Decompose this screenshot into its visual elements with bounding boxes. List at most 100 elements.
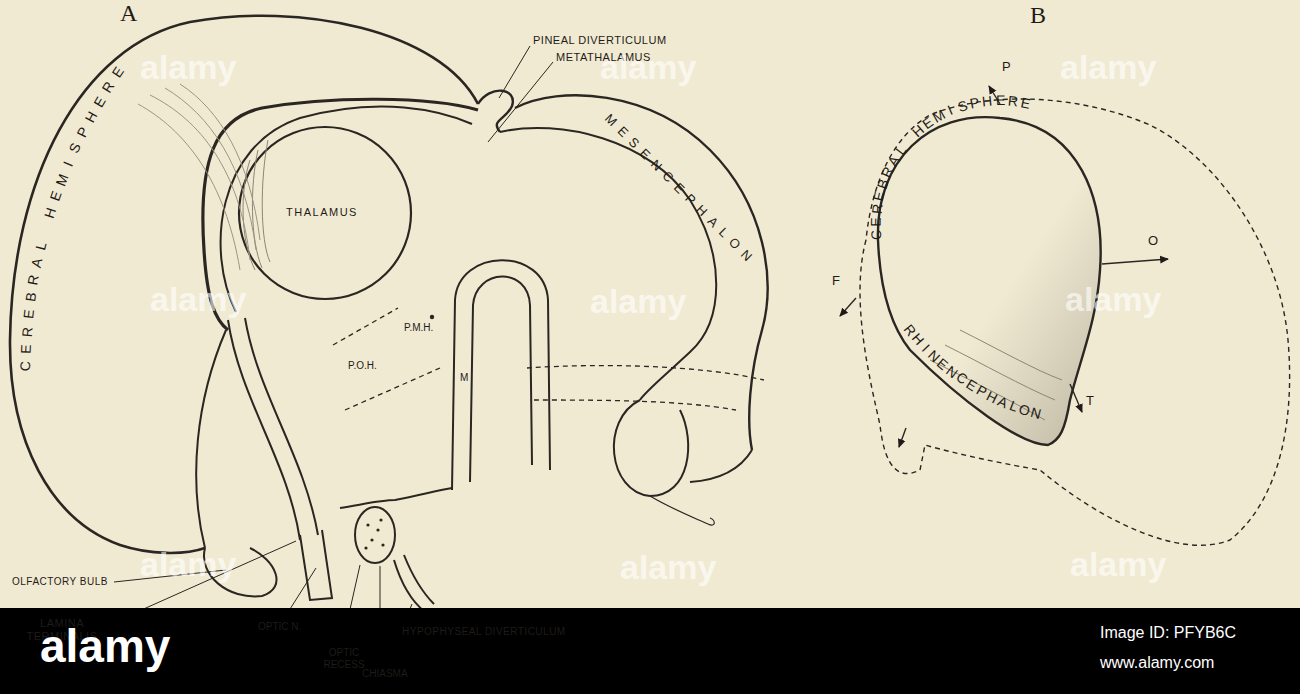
lamina-terminalis-line xyxy=(245,318,318,535)
letter: E xyxy=(18,344,32,354)
ventricle-floor xyxy=(340,488,452,508)
drawing-part xyxy=(379,518,382,521)
letter: H xyxy=(82,109,99,125)
hemisphere-outline xyxy=(10,16,478,553)
letter: R xyxy=(19,326,34,337)
chiasma-outline xyxy=(355,507,395,563)
image-id: Image ID: PFYB6C xyxy=(1100,624,1236,642)
drawing-part xyxy=(899,428,906,447)
letter: E xyxy=(91,94,108,109)
watermark: alamy xyxy=(140,48,236,87)
drawing-part xyxy=(333,308,398,345)
footer-bar xyxy=(0,608,1300,694)
direction-arrows xyxy=(840,86,1168,447)
watermark: alamy xyxy=(140,545,236,584)
letter: E xyxy=(996,93,1005,107)
letter: R xyxy=(1007,93,1019,108)
direction-letter: P xyxy=(1002,60,1011,75)
figure-b xyxy=(840,86,1290,545)
letter: R xyxy=(869,203,884,215)
part-name: CHIASMA xyxy=(362,668,408,680)
drawing-part xyxy=(364,546,367,549)
part-name: OPTIC RECESS xyxy=(312,647,376,670)
letter: H xyxy=(982,93,993,108)
watermark: alamy xyxy=(150,280,246,319)
watermark: alamy xyxy=(600,48,696,87)
infundibular-fold-outer xyxy=(452,260,550,490)
drawing-part xyxy=(488,62,553,142)
watermark: alamy xyxy=(620,548,716,587)
direction-letter: T xyxy=(1086,394,1094,409)
letter: L xyxy=(33,241,48,252)
chiasma-dots xyxy=(364,518,384,549)
drawing-part xyxy=(534,400,736,410)
tail-line xyxy=(650,496,714,525)
letter: M xyxy=(53,172,70,188)
leader-lines xyxy=(110,46,553,666)
thalamus-outline xyxy=(239,127,411,299)
letter: C xyxy=(869,229,884,240)
region-boundaries xyxy=(333,308,764,410)
letter: A xyxy=(29,257,45,269)
site-address: www.alamy.com xyxy=(1100,654,1214,672)
drawing-part xyxy=(527,366,764,380)
part-name: PINEAL DIVERTICULUM xyxy=(533,34,667,47)
letter: P xyxy=(969,95,981,111)
drawing-part xyxy=(499,46,530,98)
pineal-diverticulum-outline xyxy=(478,91,513,132)
letter: I xyxy=(61,159,75,168)
watermark: alamy xyxy=(1070,545,1166,584)
letter: E xyxy=(869,217,883,227)
drawing-part xyxy=(376,528,379,531)
figure-letter: B xyxy=(1030,2,1046,30)
extent-outline-dashed xyxy=(860,99,1290,545)
letter: P xyxy=(74,125,91,140)
letter: R xyxy=(26,274,42,286)
dot-marker xyxy=(430,315,434,319)
letter: E xyxy=(1020,95,1032,111)
drawing-part xyxy=(1070,384,1082,412)
part-name: OLFACTORY BULB xyxy=(12,576,108,588)
figure-letter: A xyxy=(120,0,137,28)
direction-letter: O xyxy=(1148,234,1158,249)
watermark: alamy xyxy=(1060,48,1156,87)
letter: I xyxy=(946,103,955,117)
part-name: P.M.H. xyxy=(404,322,433,334)
letter: E xyxy=(47,189,63,202)
part-name: THALAMUS xyxy=(286,206,358,219)
part-name: OPTIC N. xyxy=(258,621,301,633)
drawing-part xyxy=(370,538,373,541)
drawing-part xyxy=(381,543,384,546)
letter: S xyxy=(67,141,84,155)
hindbrain-pouch xyxy=(614,400,688,496)
lamina-terminalis-line xyxy=(228,320,300,540)
drawing-part xyxy=(366,523,369,526)
part-name: HYPOPHYSEAL DIVERTICULUM xyxy=(402,626,566,638)
brand-logo: alamy xyxy=(40,620,170,673)
letter: E xyxy=(109,65,126,81)
infundibular-fold-inner xyxy=(470,276,532,482)
letter: B xyxy=(23,292,38,303)
letter: S xyxy=(956,98,969,114)
drawing-part xyxy=(840,298,856,316)
drawing-part xyxy=(345,368,440,410)
mesencephalon-inner xyxy=(500,128,716,400)
letter: E xyxy=(871,190,887,202)
hypophyseal-diverticulum-outline xyxy=(394,555,434,612)
part-name: M xyxy=(460,372,468,384)
letter: R xyxy=(100,79,117,95)
optic-nerve-outline xyxy=(300,530,332,600)
hemisphere-fold-hatching xyxy=(138,84,260,270)
thalamus-wall xyxy=(221,107,472,312)
watermark: alamy xyxy=(590,282,686,321)
hindbrain-wall xyxy=(690,450,752,482)
drawing-part xyxy=(1102,259,1168,264)
letter: E xyxy=(21,309,36,320)
letter: C xyxy=(18,361,32,371)
part-name: P.O.H. xyxy=(348,360,377,372)
letter: H xyxy=(42,206,58,220)
hemisphere-inner-wall xyxy=(196,330,226,548)
figure-a xyxy=(10,16,768,612)
letter: L xyxy=(893,143,909,158)
